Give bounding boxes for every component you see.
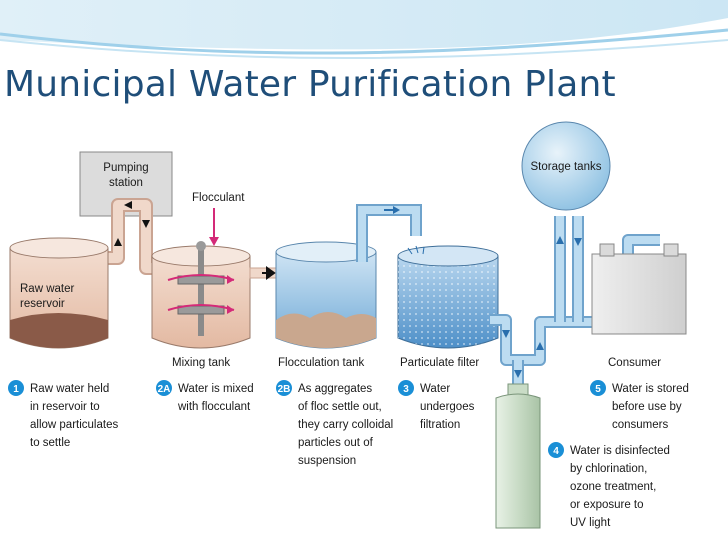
step-2a-line-2: with flocculant <box>177 401 251 413</box>
step-1-line-3: allow particulates <box>30 419 118 431</box>
step-2b-line-4: particles out of <box>298 437 374 449</box>
step-2a-caption: 2A Water is mixed with flocculant <box>156 380 254 413</box>
particulate-filter: Particulate filter <box>397 245 499 369</box>
step-3-caption: 3 Water undergoes filtration <box>398 380 475 431</box>
step-4-caption: 4 Water is disinfected by chlorination, … <box>548 442 670 529</box>
step-2b-caption: 2B As aggregates of floc settle out, the… <box>276 380 393 467</box>
mixing-tank: Mixing tank <box>151 241 251 369</box>
flocculation-tank-label: Flocculation tank <box>278 357 365 369</box>
mixing-tank-label: Mixing tank <box>172 357 230 369</box>
step-5-caption: 5 Water is stored before use by consumer… <box>590 380 689 431</box>
step-2b-line-5: suspension <box>298 455 356 467</box>
flocculant-label: Flocculant <box>192 192 245 204</box>
step-badge: 2A <box>158 384 171 395</box>
step-badge: 5 <box>595 384 601 395</box>
particulate-filter-label: Particulate filter <box>400 357 479 369</box>
pipe-flow-arrows <box>114 201 150 246</box>
storage-tank: Storage tanks <box>521 121 611 211</box>
step-4-line-4: or exposure to <box>570 499 644 511</box>
step-5-line-3: consumers <box>612 419 668 431</box>
step-badge: 3 <box>403 384 409 395</box>
raw-water-label-1: Raw water <box>20 283 74 295</box>
storage-tanks-label: Storage tanks <box>531 161 602 173</box>
consumer-label: Consumer <box>608 357 661 369</box>
step-badge: 1 <box>13 384 19 395</box>
raw-water-reservoir: Raw water reservoir <box>9 237 109 349</box>
pumping-station-label-1: Pumping <box>103 162 148 174</box>
step-1-line-2: in reservoir to <box>30 401 100 413</box>
step-4-line-5: UV light <box>570 517 611 529</box>
page-title: Municipal Water Purification Plant <box>4 64 616 105</box>
step-2b-line-1: As aggregates <box>298 383 372 395</box>
flocculation-tank: Flocculation tank <box>275 241 377 369</box>
step-4-line-1: Water is disinfected <box>570 445 670 457</box>
step-3-line-1: Water <box>420 383 450 395</box>
step-badge: 2B <box>278 384 291 395</box>
consumer-building: Consumer <box>591 243 687 369</box>
step-1-line-4: to settle <box>30 437 70 449</box>
step-badge: 4 <box>553 446 559 457</box>
raw-water-label-2: reservoir <box>20 298 65 310</box>
transfer-pipe-2 <box>356 204 422 262</box>
step-4-line-3: ozone treatment, <box>570 481 656 493</box>
step-1-caption: 1 Raw water held in reservoir to allow p… <box>8 380 118 449</box>
step-3-line-2: undergoes <box>420 401 475 413</box>
step-5-line-2: before use by <box>612 401 682 413</box>
pumping-station-label-2: station <box>109 177 143 189</box>
step-2b-line-2: of floc settle out, <box>298 401 382 413</box>
step-4-line-2: by chlorination, <box>570 463 647 475</box>
disinfection-tank <box>495 383 541 529</box>
header-swoosh <box>0 0 728 60</box>
step-2b-line-3: they carry colloidal <box>298 419 393 431</box>
step-5-line-1: Water is stored <box>612 383 689 395</box>
step-3-line-3: filtration <box>420 419 460 431</box>
step-1-line-1: Raw water held <box>30 383 109 395</box>
flocculant-input: Flocculant <box>192 192 245 246</box>
step-2a-line-1: Water is mixed <box>178 383 254 395</box>
